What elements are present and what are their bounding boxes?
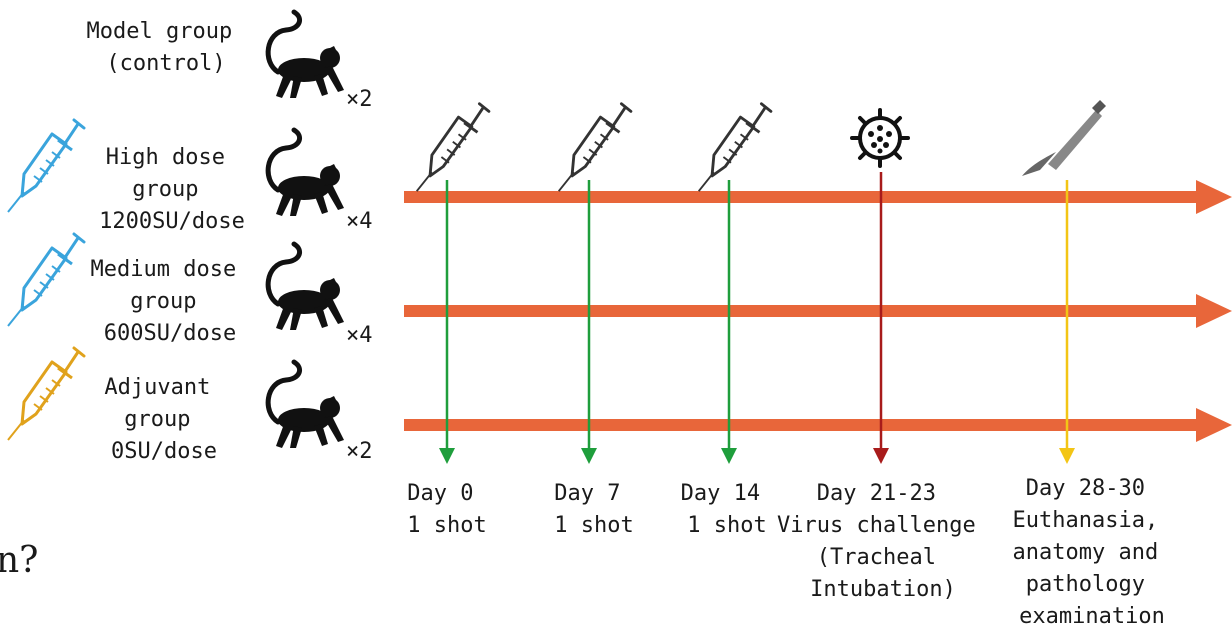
syringe-icon	[6, 118, 86, 214]
timeline-arrow	[404, 408, 1232, 442]
timeline-label: Day 21-23 Virus challenge (Tracheal Intu…	[777, 481, 989, 602]
timeline-label: Day 7 1 shot	[554, 481, 633, 538]
timeline-arrow	[404, 294, 1232, 328]
group-count: ×4	[346, 323, 373, 348]
timeline-arrow	[404, 180, 1232, 214]
syringe-icon	[415, 102, 491, 193]
scalpel-icon	[1022, 100, 1106, 176]
group-count: ×2	[346, 439, 373, 464]
euthanasia-line	[1059, 180, 1075, 464]
timeline-label: Day 28-30 Euthanasia, anatomy and pathol…	[1013, 476, 1172, 629]
monkey-icon	[268, 130, 344, 216]
group-count: ×2	[346, 87, 373, 112]
syringe-icon	[6, 232, 86, 328]
monkey-icon	[268, 244, 344, 330]
monkey-icon	[268, 12, 344, 98]
group-label: Medium dose group 600SU/dose	[91, 257, 250, 346]
shot-line-day7	[581, 180, 597, 464]
shot-line-day14	[721, 180, 737, 464]
monkey-icon	[268, 362, 344, 448]
timeline-label: Day 14 1 shot	[681, 481, 774, 538]
timeline-label: Day 0 1 shot	[407, 481, 486, 538]
group-label: Adjuvant group 0SU/dose	[104, 375, 223, 464]
syringe-icon	[697, 102, 773, 193]
group-label: High dose group 1200SU/dose	[99, 145, 245, 234]
group-count: ×4	[346, 209, 373, 234]
fragment-text: n?	[0, 540, 39, 581]
group-label: Model group (control)	[87, 19, 246, 76]
virus-icon	[850, 108, 910, 168]
shot-line-day0	[439, 180, 455, 464]
syringe-icon	[6, 346, 86, 442]
syringe-icon	[557, 102, 633, 193]
virus-challenge-line	[873, 172, 889, 464]
